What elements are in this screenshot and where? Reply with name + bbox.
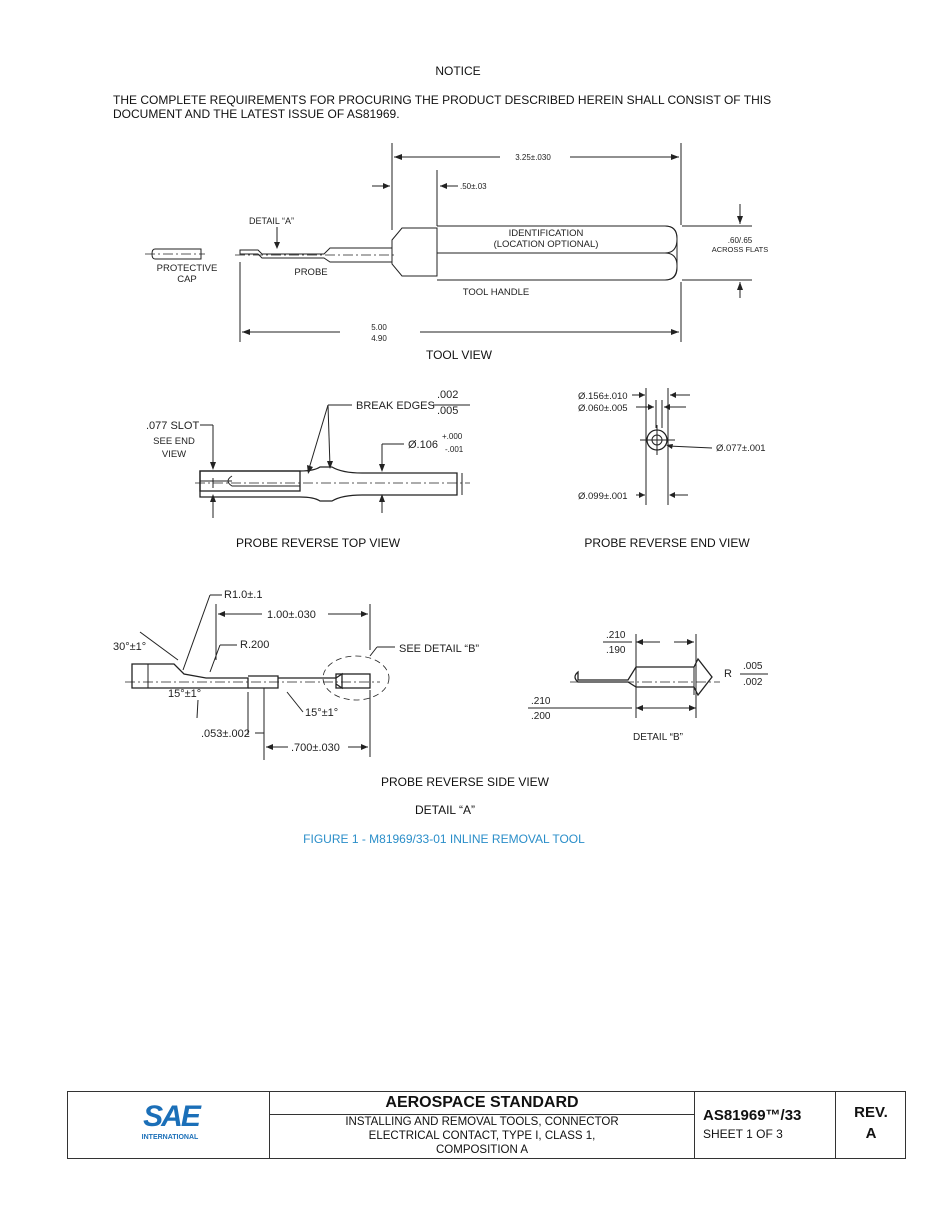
see-end-2: VIEW	[162, 449, 186, 460]
sheet-number: SHEET 1 OF 3	[703, 1127, 783, 1141]
side-r1: R1.0±.1	[224, 589, 262, 601]
dim-length-lower: 4.90	[371, 334, 387, 343]
db-caption: DETAIL “B”	[633, 732, 683, 743]
across-1: .60/.65	[728, 236, 753, 245]
db-top-upper: .210	[606, 630, 626, 641]
cap-label-1: PROTECTIVE	[157, 263, 218, 274]
break-lower: .005	[437, 405, 458, 417]
side-r200: R.200	[240, 639, 269, 651]
dim-length-upper: 5.00	[371, 323, 387, 332]
doc-number: AS81969™/33	[703, 1107, 802, 1124]
diam-base: Ø.106	[408, 439, 438, 451]
end-view-caption: PROBE REVERSE END VIEW	[584, 536, 750, 550]
probe-top-view-drawing: .077 SLOT SEE END VIEW BREAK EDGES .002 …	[146, 389, 470, 518]
figure-caption: FIGURE 1 - M81969/33-01 INLINE REMOVAL T…	[303, 832, 585, 846]
standard-title: AEROSPACE STANDARD	[270, 1092, 694, 1115]
probe-label: PROBE	[294, 267, 327, 278]
probe-end-view-drawing: Ø.156±.010 Ø.060±.005 Ø.077±.001 Ø.099±.…	[578, 388, 766, 505]
desc-line-1: INSTALLING AND REMOVAL TOOLS, CONNECTOR	[345, 1116, 619, 1128]
tool-handle-label: TOOL HANDLE	[463, 287, 530, 298]
identification-1: IDENTIFICATION	[509, 228, 584, 239]
tool-view-caption: TOOL VIEW	[425, 348, 492, 362]
rev-value: A	[865, 1125, 877, 1142]
dim-overall-top: 3.25±.030	[515, 153, 551, 162]
cap-label-2: CAP	[177, 274, 197, 285]
slot-label: .077 SLOT	[146, 420, 199, 432]
doc-number-cell: AS81969™/33 SHEET 1 OF 3	[695, 1092, 836, 1158]
side-angle15b: 15°±1°	[305, 707, 338, 719]
description: INSTALLING AND REMOVAL TOOLS, CONNECTOR …	[270, 1115, 694, 1157]
db-r-lower: .002	[743, 677, 763, 688]
top-view-caption: PROBE REVERSE TOP VIEW	[235, 536, 401, 550]
tool-view-drawing: 3.25±.030 .50±.03 DETAIL “A” PROTECTIVE …	[145, 143, 768, 343]
detail-a-label: DETAIL “A”	[249, 216, 294, 226]
end-dim-c: Ø.077±.001	[716, 443, 766, 454]
diam-minus: -.001	[445, 445, 464, 454]
rev-label: REV.	[854, 1104, 888, 1121]
sae-logo-sub: INTERNATIONAL	[141, 1134, 199, 1141]
db-r-upper: .005	[743, 661, 763, 672]
detail-b-drawing: .210 .190 R .005 .002 .210 .200 DETAIL “…	[528, 630, 768, 743]
desc-line-3: COMPOSITION A	[435, 1144, 528, 1156]
db-bot-lower: .200	[531, 711, 551, 722]
across-2: ACROSS FLATS	[712, 245, 769, 254]
sae-logo: SAE	[143, 1100, 201, 1133]
end-dim-a: Ø.156±.010	[578, 391, 628, 402]
side-dim700: .700±.030	[291, 742, 340, 754]
db-r: R	[724, 668, 732, 680]
engineering-drawing: 3.25±.030 .50±.03 DETAIL “A” PROTECTIVE …	[113, 143, 768, 760]
dim-short: .50±.03	[460, 182, 487, 191]
side-len: 1.00±.030	[267, 609, 316, 621]
break-upper: .002	[437, 389, 458, 401]
title-block: SAE INTERNATIONAL AEROSPACE STANDARD INS…	[67, 1091, 906, 1159]
revision-cell: REV. A	[836, 1092, 906, 1158]
side-angle30: 30°±1°	[113, 641, 146, 653]
description-cell: AEROSPACE STANDARD INSTALLING AND REMOVA…	[270, 1092, 695, 1158]
detail-a-caption: DETAIL “A”	[414, 803, 475, 817]
logo-cell: SAE INTERNATIONAL	[68, 1092, 270, 1158]
see-end-1: SEE END	[153, 436, 195, 447]
notice-body: THE COMPLETE REQUIREMENTS FOR PROCURING …	[113, 93, 772, 121]
probe-side-view-drawing: R1.0±.1 1.00±.030 30°±1° R.200 SEE DETAI…	[113, 589, 479, 760]
notice-heading: NOTICE	[435, 64, 481, 78]
side-view-caption: PROBE REVERSE SIDE VIEW	[380, 775, 550, 789]
db-top-lower: .190	[606, 645, 626, 656]
desc-line-2: ELECTRICAL CONTACT, TYPE I, CLASS 1,	[368, 1130, 596, 1142]
end-dim-b: Ø.060±.005	[578, 403, 628, 414]
db-bot-upper: .210	[531, 696, 551, 707]
break-edges: BREAK EDGES	[356, 400, 435, 412]
identification-2: (LOCATION OPTIONAL)	[494, 239, 599, 250]
diam-plus: +.000	[442, 432, 463, 441]
end-dim-d: Ø.099±.001	[578, 491, 628, 502]
side-angle15a: 15°±1°	[168, 688, 201, 700]
side-see-detail-b: SEE DETAIL “B”	[399, 643, 479, 655]
side-dim053: .053±.002	[201, 728, 250, 740]
